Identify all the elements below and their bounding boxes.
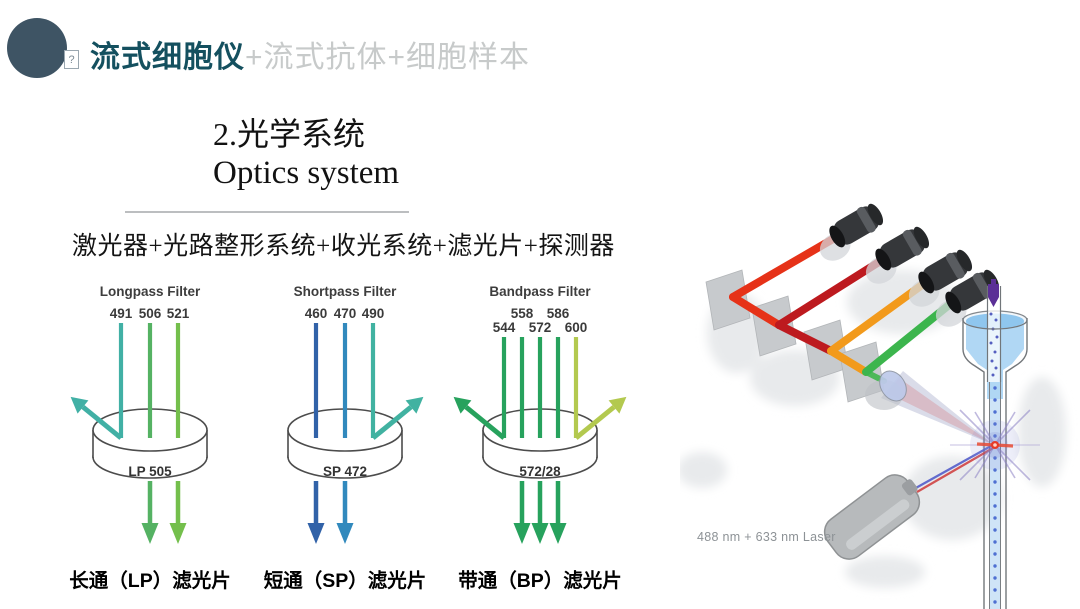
- laser-label: 488 nm + 633 nm Laser: [697, 530, 836, 544]
- sample-plug-stem: [991, 279, 996, 285]
- header-title: 流式细胞仪+流式抗体+细胞样本: [90, 32, 530, 76]
- title-underline: [125, 211, 409, 213]
- arrowhead: [453, 396, 472, 414]
- wavelength-label: 600: [565, 320, 588, 335]
- filter-diagram-longpass: Longpass Filter 491 506 521 LP 505 长通（LP）滤光片: [69, 284, 230, 592]
- wavelength-label: 544: [493, 320, 516, 335]
- logo-circle: [7, 18, 67, 78]
- header-title-main: 流式细胞仪: [90, 41, 245, 74]
- filter-title: Longpass Filter: [100, 284, 201, 299]
- beam-green-reflected: [862, 301, 953, 376]
- beam-red-transmit: [729, 293, 783, 329]
- filter-title: Shortpass Filter: [294, 284, 398, 299]
- wavelength-label: 506: [139, 306, 162, 321]
- sample-tube: [987, 286, 1000, 382]
- detector: [819, 203, 884, 261]
- beam-red-reflected: [729, 235, 837, 301]
- filter-title: Bandpass Filter: [489, 284, 591, 299]
- wavelength-label: 521: [167, 306, 190, 321]
- filter-cn-label: 长通（LP）滤光片: [69, 569, 230, 592]
- wavelength-label: 491: [110, 306, 133, 321]
- wavelength-label: 572: [529, 320, 552, 335]
- disc-label: SP 472: [323, 464, 367, 479]
- wavelength-label: 586: [547, 306, 570, 321]
- laser-beam-633: [916, 447, 994, 493]
- detector-array: [819, 203, 1000, 327]
- sample-plug: [988, 284, 999, 307]
- laser-beam-488: [913, 445, 992, 490]
- missing-glyph-badge: ?: [64, 50, 79, 69]
- arrowhead: [531, 523, 549, 544]
- beam-orange-transmit: [827, 347, 870, 376]
- section-title-en: Optics system: [213, 155, 400, 191]
- arrowhead: [513, 523, 531, 544]
- flow-cytometry-illustration: 488 nm + 633 nm Laser: [680, 203, 1066, 609]
- filter-diagram-shortpass: Shortpass Filter 460 470 490 SP 472 短通（SP）滤光片: [264, 284, 427, 592]
- collection-lens: [879, 370, 907, 402]
- beam-crimson-transmit: [775, 321, 835, 355]
- flow-cell-glass: [962, 318, 985, 609]
- detector: [865, 226, 930, 284]
- wavelength-label: 460: [305, 306, 328, 321]
- disc-label: LP 505: [128, 464, 172, 479]
- beam-reflect-491: [81, 405, 123, 440]
- arrowhead: [70, 396, 89, 414]
- arrowhead: [307, 523, 325, 544]
- wavelength-label: 490: [362, 306, 385, 321]
- stream-cells: [993, 386, 997, 604]
- subtitle-formula: 激光器+光路整形系统+收光系统+滤光片+探测器: [72, 233, 615, 260]
- wavelength-label: 470: [334, 306, 357, 321]
- flow-cell-rim-front: [962, 319, 1028, 330]
- beam-reflect-544: [464, 405, 506, 440]
- header-title-secondary: +流式抗体+细胞样本: [245, 41, 531, 74]
- filter-cn-label: 带通（BP）滤光片: [458, 569, 622, 592]
- arrowhead: [608, 396, 627, 414]
- beam-orange-reflected: [827, 281, 926, 355]
- beam-reflect-490: [371, 405, 413, 440]
- disc-label: 572/28: [519, 464, 561, 479]
- arrowhead: [549, 523, 567, 544]
- arrowhead: [169, 523, 187, 544]
- beam-reflect-600: [574, 405, 616, 440]
- filter-cn-label: 短通（SP）滤光片: [264, 569, 427, 592]
- beam-crimson-reflected: [775, 258, 883, 329]
- emission-beams: [729, 235, 953, 384]
- flow-cell-glass: [1005, 318, 1028, 609]
- stream-fluid: [989, 399, 1001, 609]
- laser-body: [823, 474, 921, 560]
- section-title-cn: 2.光学系统: [213, 116, 366, 152]
- arrowhead: [336, 523, 354, 544]
- arrowhead: [141, 523, 159, 544]
- detector: [908, 249, 973, 307]
- flow-cell: [962, 279, 1028, 609]
- section-title: 2.光学系统 Optics system: [213, 114, 399, 194]
- arrowhead: [405, 396, 424, 414]
- scatter-starburst: [950, 409, 1040, 481]
- collection-cone: [881, 371, 994, 445]
- dichroic-mirror: [705, 269, 751, 331]
- wavelength-label: 558: [511, 306, 534, 321]
- collection-cone-red: [887, 378, 994, 445]
